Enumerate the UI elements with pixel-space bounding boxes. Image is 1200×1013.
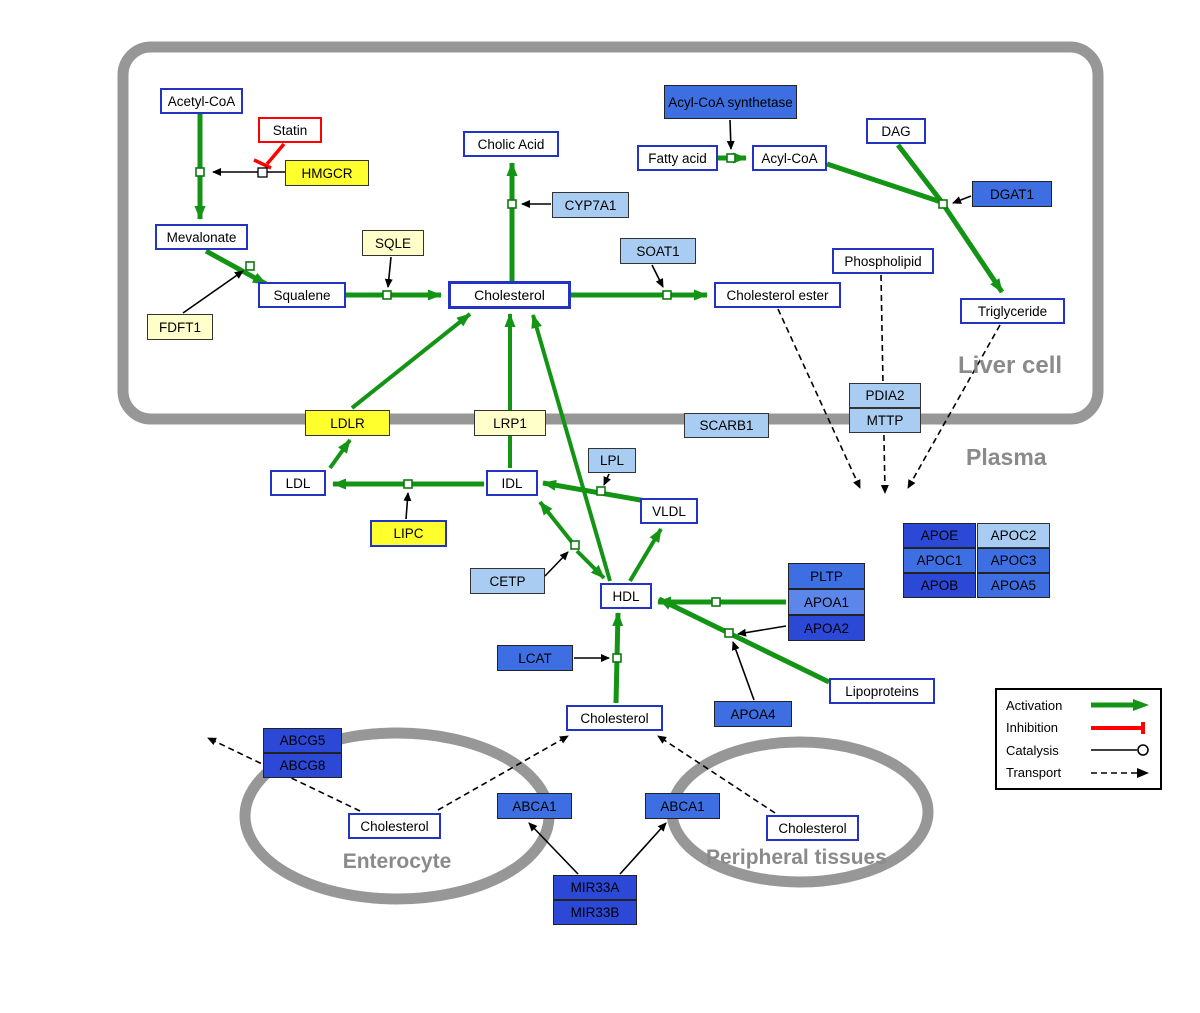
node-sqle[interactable]: SQLE: [362, 230, 424, 256]
node-idl[interactable]: IDL: [486, 470, 538, 496]
node-ldlr[interactable]: LDLR: [305, 410, 390, 436]
node-apoa4[interactable]: APOA4: [714, 701, 792, 727]
legend-transport-label: Transport: [1006, 765, 1062, 781]
node-statin[interactable]: Statin: [258, 117, 322, 143]
node-phospholipid[interactable]: Phospholipid: [832, 248, 934, 274]
node-cholic-acid[interactable]: Cholic Acid: [463, 131, 559, 157]
node-hmgcr[interactable]: HMGCR: [285, 160, 369, 186]
label-liver-cell: Liver cell: [958, 352, 1063, 379]
node-hdl[interactable]: HDL: [600, 583, 652, 609]
node-mir33b[interactable]: MIR33B: [553, 900, 637, 925]
transport-dashed-arrow-icon: [1091, 767, 1149, 778]
node-lpl[interactable]: LPL: [588, 448, 636, 473]
label-enterocyte: Enterocyte: [342, 850, 452, 873]
label-peripheral-tissues: Peripheral tissues: [706, 846, 887, 869]
node-apoc3[interactable]: APOC3: [977, 548, 1050, 573]
legend-row-inhibition: Inhibition: [1006, 720, 1151, 736]
node-dag[interactable]: DAG: [866, 118, 926, 144]
node-apoc2[interactable]: APOC2: [977, 523, 1050, 548]
node-apoe[interactable]: APOE: [903, 523, 976, 548]
node-soat1[interactable]: SOAT1: [620, 238, 696, 264]
node-dgat1[interactable]: DGAT1: [972, 181, 1052, 207]
node-acyl-coa-synthetase[interactable]: Acyl-CoA synthetase: [664, 85, 797, 119]
reaction-nodes: [195, 153, 948, 663]
catalysis-circle-icon: [1091, 744, 1149, 757]
node-cholesterol-peripheral[interactable]: Cholesterol: [766, 815, 859, 841]
node-ldl[interactable]: LDL: [270, 470, 326, 496]
node-lcat[interactable]: LCAT: [497, 645, 573, 671]
node-lrp1[interactable]: LRP1: [474, 410, 546, 436]
node-cholesterol-enterocyte[interactable]: Cholesterol: [348, 813, 441, 839]
legend-row-activation: Activation: [1006, 697, 1151, 713]
legend-row-catalysis: Catalysis: [1006, 742, 1151, 758]
node-cholesterol-ester[interactable]: Cholesterol ester: [714, 282, 841, 308]
node-apoa5[interactable]: APOA5: [977, 573, 1050, 598]
node-cetp[interactable]: CETP: [470, 568, 545, 594]
node-cyp7a1[interactable]: CYP7A1: [552, 192, 629, 218]
node-lipoproteins[interactable]: Lipoproteins: [829, 678, 935, 704]
inhibition-tbar-icon: [1091, 721, 1145, 734]
node-lipc[interactable]: LIPC: [370, 520, 447, 547]
node-acetyl-coa[interactable]: Acetyl-CoA: [160, 88, 243, 114]
legend-catalysis-label: Catalysis: [1006, 742, 1059, 758]
statin-target-node: [257, 167, 268, 178]
legend-activation-label: Activation: [1006, 697, 1063, 713]
node-squalene[interactable]: Squalene: [258, 282, 346, 308]
node-abcg5[interactable]: ABCG5: [263, 728, 342, 753]
legend-row-transport: Transport: [1006, 765, 1151, 781]
activation-arrow-icon: [1091, 699, 1149, 711]
liver-cell-membrane: [117, 41, 1104, 425]
label-plasma: Plasma: [966, 444, 1047, 470]
legend: Activation Inhibition Catalysis Transpor…: [995, 688, 1162, 790]
legend-inhibition-label: Inhibition: [1006, 720, 1059, 736]
node-fdft1[interactable]: FDFT1: [147, 314, 213, 340]
node-pltp[interactable]: PLTP: [788, 563, 865, 589]
node-apoc1[interactable]: APOC1: [903, 548, 976, 573]
node-fatty-acid[interactable]: Fatty acid: [637, 145, 718, 171]
node-apob[interactable]: APOB: [903, 573, 976, 598]
node-vldl[interactable]: VLDL: [640, 498, 698, 524]
node-apoa2[interactable]: APOA2: [788, 615, 865, 641]
node-pdia2[interactable]: PDIA2: [849, 383, 921, 408]
node-mir33a[interactable]: MIR33A: [553, 875, 637, 900]
node-apoa1[interactable]: APOA1: [788, 589, 865, 615]
node-cholesterol-liver[interactable]: Cholesterol: [448, 281, 571, 309]
node-cholesterol-plasma[interactable]: Cholesterol: [566, 705, 663, 731]
node-mevalonate[interactable]: Mevalonate: [155, 224, 248, 250]
catalysis-edges: [182, 119, 972, 875]
node-scarb1[interactable]: SCARB1: [684, 413, 769, 438]
inhibition-edge: [253, 142, 286, 170]
node-mttp[interactable]: MTTP: [849, 408, 921, 433]
node-acyl-coa[interactable]: Acyl-CoA: [752, 145, 827, 171]
node-abca1-enterocyte[interactable]: ABCA1: [497, 793, 572, 819]
node-abca1-peripheral[interactable]: ABCA1: [645, 793, 720, 819]
node-abcg8[interactable]: ABCG8: [263, 753, 342, 778]
node-triglyceride[interactable]: Triglyceride: [960, 298, 1065, 324]
